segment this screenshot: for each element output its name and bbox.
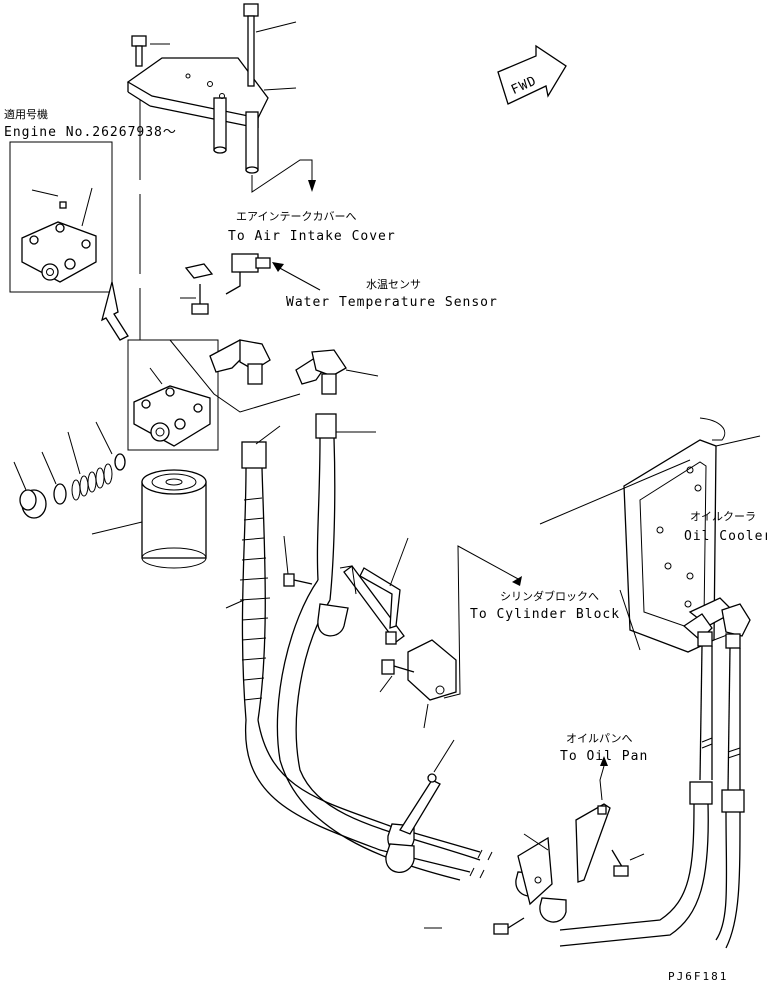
- oil-cooler-label: Oil Cooler: [684, 529, 767, 544]
- elbow-fitting-right: [295, 349, 347, 395]
- filter-head-inset: [21, 201, 97, 283]
- o-ring: [53, 483, 67, 505]
- hose-cooler: [559, 645, 745, 949]
- oil-filter: [141, 469, 207, 569]
- bolt-block: [381, 659, 415, 675]
- hollow-arrow: [101, 281, 129, 341]
- water-temp-sensor: [225, 253, 271, 295]
- air-intake-label-jp: エアインテークカバーへ: [236, 210, 356, 223]
- mounting-bracket: [126, 57, 269, 174]
- bracket-block: [407, 639, 457, 701]
- detail-box: [127, 339, 219, 451]
- filter-head: [133, 385, 211, 447]
- plug: [19, 489, 47, 519]
- cooler-fittings: [682, 597, 751, 649]
- o-ring-small: [114, 453, 126, 471]
- cylinder-block-label: To Cylinder Block: [470, 607, 620, 622]
- applicable-label: 適用号機: [4, 107, 48, 121]
- bolt-lower: [611, 849, 629, 877]
- bolt: [131, 35, 147, 67]
- hose-left: [239, 441, 481, 873]
- fwd-arrow: FWD: [497, 44, 567, 105]
- hose-right: [276, 413, 481, 881]
- lower-clamps: [385, 773, 611, 923]
- water-temp-label: Water Temperature Sensor: [286, 295, 498, 310]
- stud-bolt: [243, 3, 259, 87]
- bolt-bottom: [493, 917, 525, 935]
- oil-pan-label: To Oil Pan: [560, 749, 648, 764]
- inset-box: [9, 141, 113, 293]
- drawing-code: PJ6F181: [668, 970, 728, 983]
- spring: [71, 463, 113, 501]
- clamp-bracket: [317, 565, 405, 645]
- engine-number-label: Engine No.26267938～: [4, 125, 177, 140]
- screw: [191, 284, 209, 315]
- water-temp-label-jp: 水温センサ: [366, 278, 421, 291]
- cylinder-block-label-jp: シリンダブロックへ: [500, 589, 599, 603]
- elbow-fitting-left: [209, 339, 271, 385]
- washer: [184, 263, 214, 279]
- oil-cooler-label-jp: オイルクーラ: [690, 510, 756, 523]
- oil-pan-label-jp: オイルパンへ: [566, 732, 633, 745]
- bolt-clamp: [283, 573, 313, 587]
- air-intake-label: To Air Intake Cover: [228, 229, 396, 244]
